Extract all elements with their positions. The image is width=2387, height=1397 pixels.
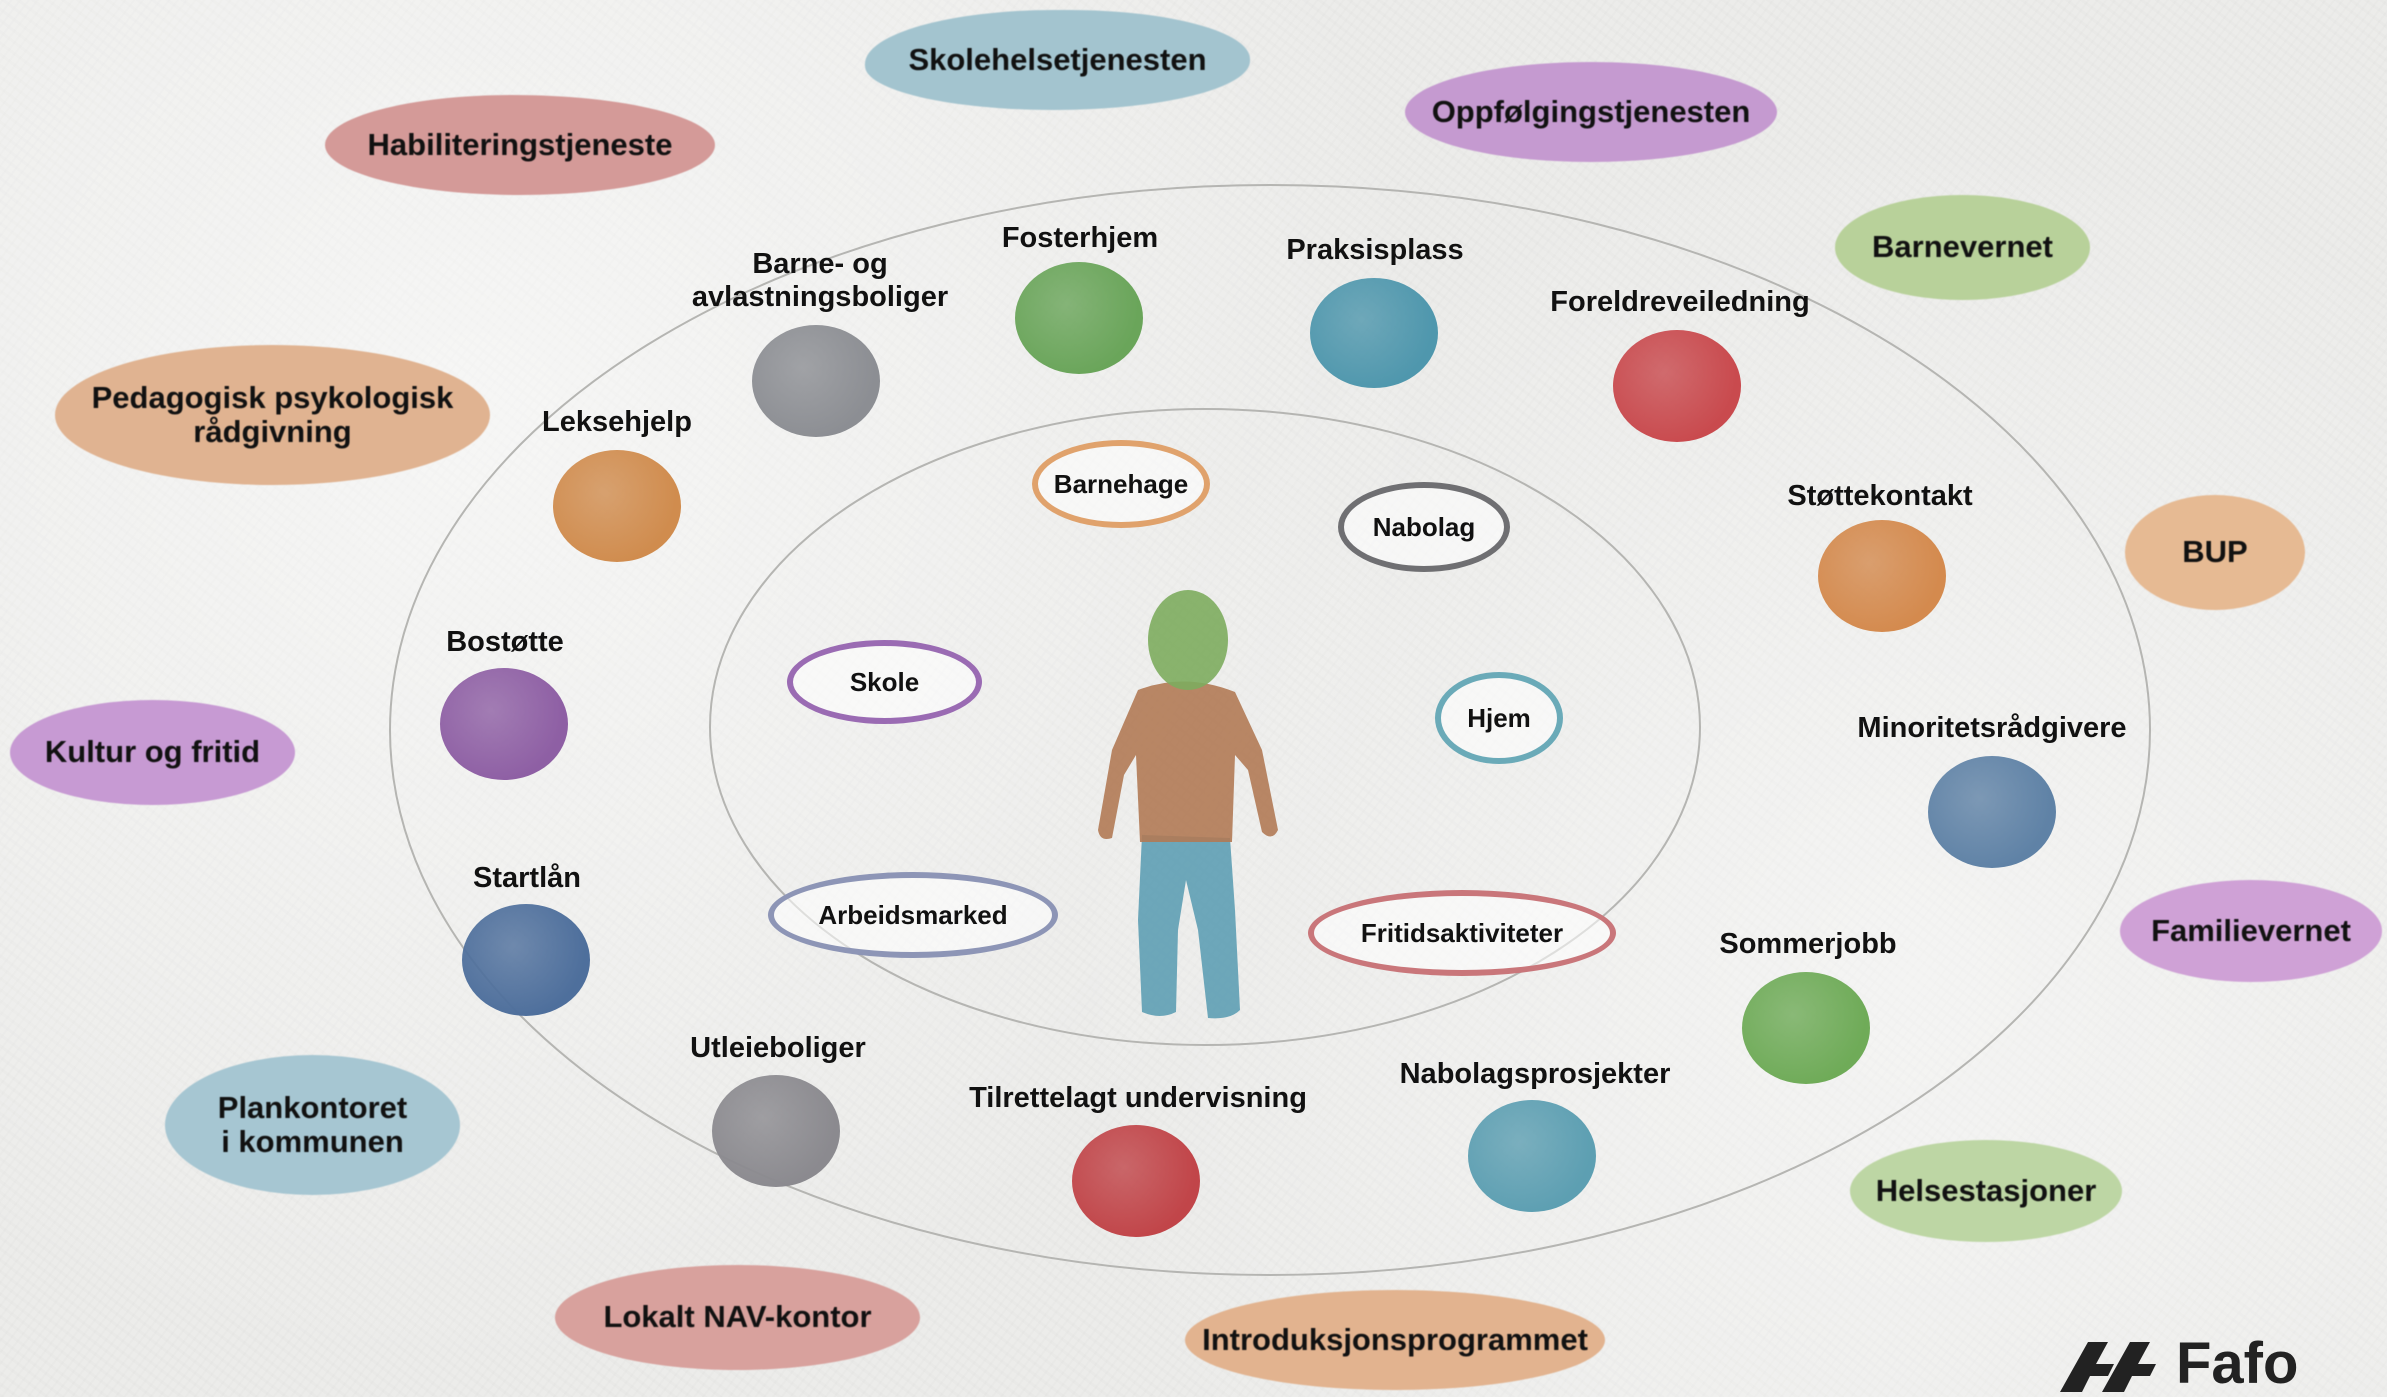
- label-nabolagsprosjekter: Nabolagsprosjekter: [1399, 1058, 1671, 1090]
- label-bostotte: Bostøtte: [446, 626, 564, 658]
- child-figure: [1098, 590, 1278, 1019]
- label-minoritetsradgivere: Minoritetsrådgivere: [1857, 712, 2127, 744]
- service-skolehelsetjenesten: Skolehelsetjenesten: [865, 10, 1250, 110]
- label-barneboliger: Barne- og avlastningsboliger: [691, 248, 949, 314]
- dot-fosterhjem: [1015, 262, 1143, 374]
- service-bup: BUP: [2125, 495, 2305, 610]
- dot-minoritetsradgivere: [1928, 756, 2056, 868]
- outer-ring: [389, 184, 2151, 1276]
- label-startlan: Startlån: [473, 862, 581, 894]
- service-oppfolgingstjenesten: Oppfølgingstjenesten: [1405, 62, 1777, 162]
- service-familievernet: Familievernet: [2120, 880, 2382, 982]
- service-kultur-og-fritid: Kultur og fritid: [10, 700, 295, 805]
- dot-nabolagsprosjekter: [1468, 1100, 1596, 1212]
- label-tilrettelagt-undervisning: Tilrettelagt undervisning: [969, 1082, 1307, 1114]
- service-barnevernet: Barnevernet: [1835, 195, 2090, 300]
- label-foreldreveiledning: Foreldreveiledning: [1550, 286, 1810, 318]
- label-fosterhjem: Fosterhjem: [1001, 222, 1159, 254]
- dot-foreldreveiledning: [1613, 330, 1741, 442]
- arena-fritidsaktiviteter: Fritidsaktiviteter: [1308, 890, 1616, 976]
- child-head: [1148, 590, 1228, 690]
- label-stottekontakt: Støttekontakt: [1787, 480, 1973, 512]
- service-lokalt-nav-kontor: Lokalt NAV-kontor: [555, 1265, 920, 1370]
- dot-barneboliger: [752, 325, 880, 437]
- child-legs: [1138, 835, 1240, 1019]
- dot-stottekontakt: [1818, 520, 1946, 632]
- arena-skole: Skole: [787, 640, 982, 724]
- fafo-logo-icon: [2060, 1341, 2156, 1392]
- fafo-logo: Fafo: [2050, 1330, 2298, 1397]
- label-praksisplass: Praksisplass: [1286, 234, 1464, 266]
- arena-nabolag: Nabolag: [1338, 482, 1510, 572]
- fafo-logo-text: Fafo: [2176, 1331, 2299, 1396]
- dot-leksehjelp: [553, 450, 681, 562]
- dot-tilrettelagt-undervisning: [1072, 1125, 1200, 1237]
- service-introduksjonsprogrammet: Introduksjonsprogrammet: [1185, 1290, 1605, 1390]
- label-utleieboliger: Utleieboliger: [690, 1032, 866, 1064]
- service-ppt: Pedagogisk psykologisk rådgivning: [55, 345, 490, 485]
- dot-bostotte: [440, 668, 568, 780]
- inner-ring: [709, 408, 1701, 1046]
- arena-arbeidsmarked: Arbeidsmarked: [768, 872, 1058, 958]
- service-plankontoret: Plankontoret i kommunen: [165, 1055, 460, 1195]
- service-habiliteringstjeneste: Habiliteringstjeneste: [325, 95, 715, 195]
- service-helsestasjoner: Helsestasjoner: [1850, 1140, 2122, 1242]
- label-leksehjelp: Leksehjelp: [542, 406, 692, 438]
- dot-utleieboliger: [712, 1075, 840, 1187]
- child-body: [1098, 681, 1278, 842]
- dot-praksisplass: [1310, 278, 1438, 388]
- arena-barnehage: Barnehage: [1032, 440, 1210, 528]
- label-sommerjobb: Sommerjobb: [1719, 928, 1897, 960]
- arena-hjem: Hjem: [1435, 672, 1563, 764]
- dot-sommerjobb: [1742, 972, 1870, 1084]
- dot-startlan: [462, 904, 590, 1016]
